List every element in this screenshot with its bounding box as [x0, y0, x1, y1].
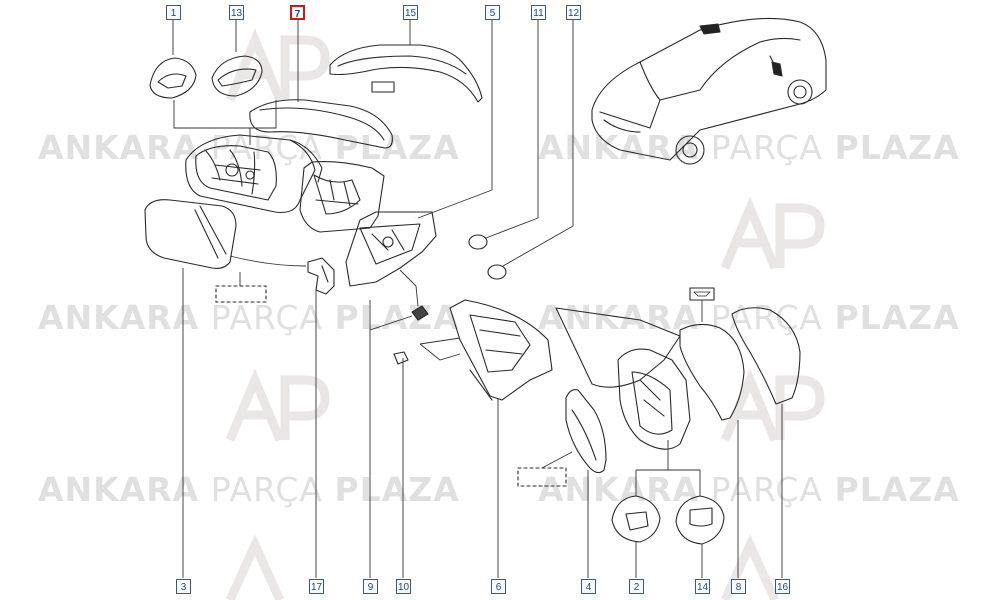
callout-4[interactable]: 4: [581, 579, 596, 594]
glass-plate: [555, 307, 681, 388]
callout-11[interactable]: 11: [531, 5, 546, 20]
turn-signal-small: [149, 55, 263, 99]
mirror-cap-16: [731, 307, 801, 405]
watermark-text: ANKARA PARÇA PLAZA: [538, 298, 960, 337]
watermark-text: ANKARA PARÇA PLAZA: [38, 298, 460, 337]
callout-14[interactable]: 14: [695, 579, 710, 594]
turn-signal-14: [675, 495, 725, 545]
watermark-text: ANKARA PARÇA PLAZA: [538, 128, 960, 167]
dashed-box-3: [215, 285, 267, 303]
car-icon: [591, 17, 827, 165]
callout-9[interactable]: 9: [363, 579, 378, 594]
callout-8[interactable]: 8: [731, 579, 746, 594]
callout-15[interactable]: 15: [403, 5, 418, 20]
watermark-text: ANKARA PARÇA PLAZA: [38, 128, 460, 167]
callout-6[interactable]: 6: [491, 579, 506, 594]
callout-16[interactable]: 16: [775, 579, 790, 594]
callout-5[interactable]: 5: [485, 5, 500, 20]
callout-2[interactable]: 2: [629, 579, 644, 594]
mirror-glass-right: [565, 389, 607, 474]
callout-10[interactable]: 10: [396, 579, 411, 594]
grommet-11: [468, 234, 488, 250]
box-icon-8: [689, 287, 715, 301]
mirror-cap: [329, 44, 483, 103]
screw-10-icon: [393, 351, 409, 365]
mirror-cover-8: [679, 323, 745, 421]
watermark-text: ANKARA PARÇA PLAZA: [538, 470, 960, 509]
callout-17[interactable]: 17: [309, 579, 324, 594]
dashed-box-4: [517, 467, 567, 487]
logo-watermark-icon: [225, 28, 825, 600]
mirror-glass-left: [144, 199, 237, 269]
callout-1[interactable]: 1: [166, 5, 181, 20]
callout-3[interactable]: 3: [176, 579, 191, 594]
watermark-text: ANKARA PARÇA PLAZA: [38, 470, 460, 509]
clip-part-17: [307, 257, 335, 295]
mirror-housing-cover: [249, 99, 393, 149]
callout-12[interactable]: 12: [566, 5, 581, 20]
mirror-base: [449, 299, 553, 401]
mirror-assembly-left: [185, 134, 323, 214]
mirror-assembly-right: [617, 348, 691, 450]
mirror-frame: [299, 161, 385, 233]
callout-7[interactable]: 7: [290, 5, 305, 20]
callout-13[interactable]: 13: [229, 5, 244, 20]
mirror-motor: [345, 211, 437, 287]
grommet-12: [487, 264, 507, 280]
screw-9-icon: [411, 305, 429, 321]
turn-signal-2: [611, 495, 661, 543]
